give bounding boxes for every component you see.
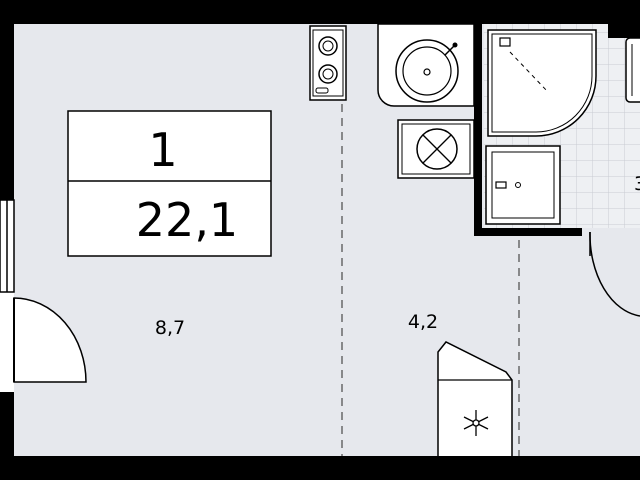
entrance-door-icon (13, 297, 87, 383)
bathroom-wall-stub (608, 24, 640, 38)
bathroom-wall-bottom (474, 228, 582, 236)
total-area: 22,1 (136, 193, 238, 247)
bathroom-wall-left (474, 24, 482, 234)
wall-bottom (0, 456, 640, 480)
fridge-icon (437, 341, 513, 456)
rooms-count: 1 (148, 123, 177, 177)
washbasin-icon (485, 145, 561, 225)
wall-top (0, 0, 640, 24)
shower-icon (487, 29, 597, 137)
stove-icon (309, 25, 347, 101)
snowflake-icon (463, 410, 489, 436)
area-kitchen-zone: 4,2 (408, 311, 438, 333)
washing-machine-icon (397, 119, 475, 179)
room-info-box: 1 22,1 (67, 110, 272, 257)
area-main-room: 8,7 (155, 317, 185, 339)
wall-left-upper (0, 0, 14, 200)
sink-icon (377, 23, 475, 107)
area-bathroom: 3 (634, 173, 640, 195)
toilet-icon (625, 37, 640, 103)
wall-left-lower (0, 392, 14, 480)
